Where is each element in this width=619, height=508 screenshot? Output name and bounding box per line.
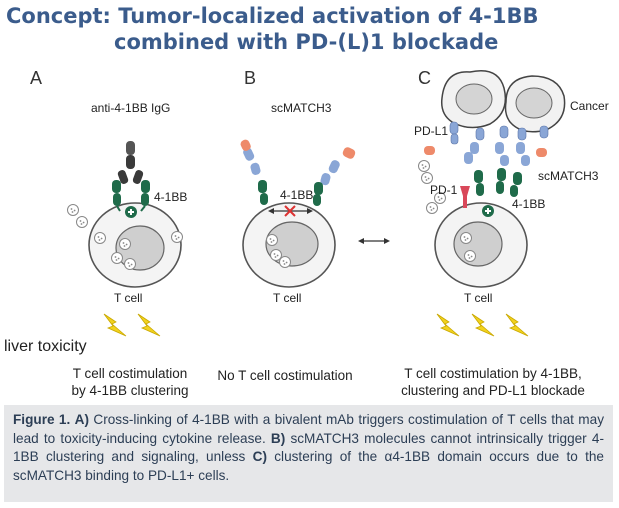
title-line-1: Concept: Tumor-localized activation of 4… [6, 4, 539, 28]
pd-1-receptor [460, 186, 470, 208]
receptor-4-1bb-a [112, 180, 150, 212]
panel-c-cancer-label: Cancer [570, 99, 609, 113]
pd-l1-proteins [449, 121, 549, 145]
caption-a-text: Cross-linking of 4-1BB with a bivalent m… [13, 412, 604, 446]
t-cell-a [88, 202, 182, 288]
caption-figure-label: Figure 1. [13, 412, 71, 427]
panel-c-molecule-label: scMATCH3 [538, 169, 599, 183]
t-cell-b [242, 202, 336, 288]
receptor-4-1bb-c [474, 168, 522, 197]
t-cell-c [434, 202, 528, 288]
panel-c-cell-label: T cell [464, 291, 493, 305]
lightning-icon [436, 313, 529, 337]
panel-b-outcome-line-1: No T cell costimulation [217, 368, 353, 383]
no-clustering-arrow [268, 205, 313, 217]
panel-c-outcome-line-1: T cell costimulation by 4-1BB, [404, 366, 582, 381]
caption-a-tag: A) [74, 412, 90, 427]
diagram-graphic [67, 70, 566, 337]
panel-a-outcome-line-1: T cell costimulation [72, 366, 188, 381]
caption-c-text: clustering of the α4-1BB domain occurs d… [13, 449, 604, 483]
title-line-2: combined with PD-(L)1 blockade [114, 30, 499, 54]
plus-icon [125, 206, 137, 218]
panel-b-heading: scMATCH3 [271, 101, 332, 115]
liver-toxicity-label: liver toxicity [4, 338, 87, 355]
panel-b-outcome: No T cell costimulation [205, 367, 365, 384]
caption-b-text: scMATCH3 molecules cannot intrinsically … [13, 430, 604, 465]
double-arrow [358, 238, 390, 244]
panel-c-outcome-line-2: clustering and PD-L1 blockade [401, 383, 585, 398]
scmatch3-molecule-b [240, 139, 356, 186]
panel-letter-c: C [418, 68, 431, 88]
scmatch3-molecule-c [424, 142, 547, 166]
panel-a-heading: anti-4-1BB IgG [91, 101, 171, 115]
plus-icon [482, 205, 494, 217]
panel-c-pd1-label: PD-1 [430, 183, 458, 197]
panel-c-outcome: T cell costimulation by 4-1BB, clusterin… [386, 365, 600, 399]
receptor-4-1bb-b [258, 180, 323, 206]
panel-c-receptor-label: 4-1BB [512, 197, 546, 211]
figure-caption: Figure 1. A) Cross-linking of 4-1BB with… [4, 405, 613, 502]
caption-c-tag: C) [252, 449, 267, 464]
panel-a-cell-label: T cell [114, 291, 143, 305]
cancer-cells [440, 70, 566, 133]
panel-a-outcome: T cell costimulation by 4-1BB clustering [40, 365, 220, 399]
panel-letter-a: A [30, 68, 43, 88]
panel-a-receptor-label: 4-1BB [154, 190, 188, 204]
anti-4-1bb-igg [117, 141, 144, 184]
panel-b-receptor-label: 4-1BB [280, 188, 314, 202]
caption-b-tag: B) [270, 430, 286, 446]
panel-a-outcome-line-2: by 4-1BB clustering [71, 383, 189, 398]
panel-b-cell-label: T cell [273, 291, 302, 305]
panel-letter-b: B [244, 68, 257, 88]
panel-c-pdl1-label: PD-L1 [414, 124, 449, 138]
lightning-icon [103, 313, 161, 337]
